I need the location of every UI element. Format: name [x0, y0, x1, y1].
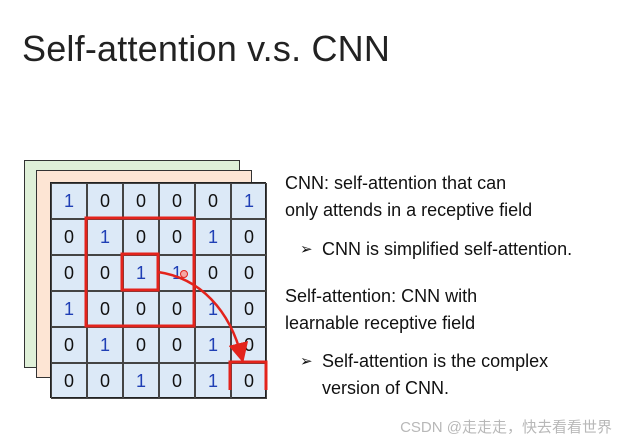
grid-cell: 0 — [87, 291, 123, 327]
grid-cell: 0 — [159, 327, 195, 363]
grid-cell: 0 — [123, 183, 159, 219]
watermark: CSDN @走走走，快去看看世界 — [400, 419, 612, 436]
bullet-sa-complex: ➢ Self-attention is the complex version … — [300, 348, 620, 402]
grid-cell: 1 — [195, 219, 231, 255]
grid-cell: 1 — [87, 219, 123, 255]
grid-cell: 0 — [195, 255, 231, 291]
grid-cell: 0 — [159, 291, 195, 327]
cnn-definition: CNN: self-attention that can only attend… — [285, 170, 615, 224]
grid-cell: 0 — [231, 219, 267, 255]
grid-cell: 0 — [159, 219, 195, 255]
grid-cell: 0 — [123, 327, 159, 363]
grid-cell: 0 — [87, 183, 123, 219]
grid-cell: 0 — [123, 219, 159, 255]
sa-definition-line1: Self-attention: CNN with — [285, 286, 478, 306]
grid-cell: 0 — [231, 291, 267, 327]
bullet-text-line1: Self-attention is the complex — [322, 351, 549, 371]
grid-cell: 0 — [159, 363, 195, 399]
grid-cell: 0 — [231, 255, 267, 291]
grid-cell: 1 — [231, 183, 267, 219]
arrow-bullet-icon: ➢ — [300, 241, 313, 258]
grid-cell: 0 — [231, 327, 267, 363]
cnn-definition-line1: CNN: self-attention that can — [285, 173, 507, 193]
grid-cell: 0 — [51, 219, 87, 255]
grid-cell: 0 — [87, 363, 123, 399]
grid-cell: 0 — [87, 255, 123, 291]
grid-cell: 0 — [51, 255, 87, 291]
grid-cell: 1 — [195, 363, 231, 399]
grid-cell: 0 — [123, 291, 159, 327]
sa-definition-line2: learnable receptive field — [285, 313, 476, 333]
grid-cell: 0 — [159, 183, 195, 219]
grid-cell: 1 — [51, 183, 87, 219]
grid-cell: 0 — [51, 327, 87, 363]
grid-cell: 1 — [87, 327, 123, 363]
grid-cell: 1 — [123, 255, 159, 291]
grid-cell: 1 — [51, 291, 87, 327]
bullet-text-line2: version of CNN. — [322, 378, 450, 398]
grid-cell: 0 — [231, 363, 267, 399]
grid-cell: 0 — [51, 363, 87, 399]
grid-cell: 1 — [123, 363, 159, 399]
slide-title: Self-attention v.s. CNN — [22, 28, 391, 69]
arrow-bullet-icon: ➢ — [300, 353, 313, 370]
bullet-text: CNN is simplified self-attention. — [322, 239, 573, 259]
self-attention-definition: Self-attention: CNN with learnable recep… — [285, 283, 615, 337]
cnn-definition-line2: only attends in a receptive field — [285, 200, 533, 220]
grid-cell: 1 — [195, 291, 231, 327]
grid-cell: 0 — [195, 183, 231, 219]
grid-cell: 1 — [159, 255, 195, 291]
bullet-cnn-simplified: ➢ CNN is simplified self-attention. — [300, 236, 620, 263]
grid-cell: 1 — [195, 327, 231, 363]
